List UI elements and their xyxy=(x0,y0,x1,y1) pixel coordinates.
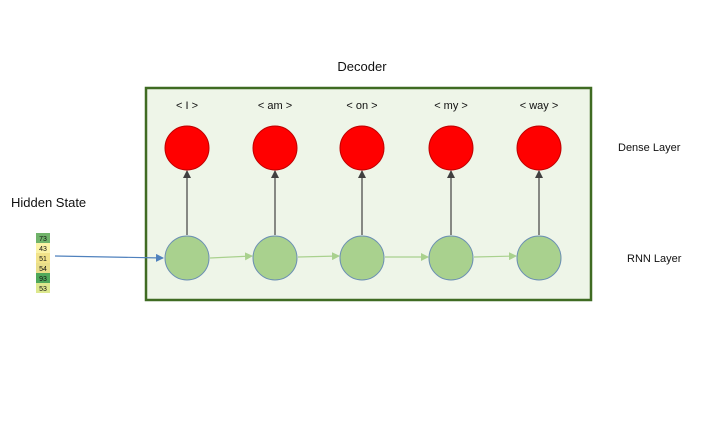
rnn-node xyxy=(164,235,210,281)
dense-node xyxy=(252,125,298,171)
hidden-state-cell xyxy=(36,253,50,263)
dense-node xyxy=(428,125,474,171)
rnn-layer-label: RNN Layer xyxy=(627,253,682,265)
output-token-2: < am > xyxy=(258,100,292,112)
hidden-state-cell xyxy=(36,273,50,283)
dense-layer-label: Dense Layer xyxy=(618,142,681,154)
hidden-state-value: 53 xyxy=(39,286,47,293)
rnn-node xyxy=(252,235,298,281)
hidden-state-input-arrow xyxy=(54,253,164,262)
hidden-state-label: Hidden State xyxy=(11,195,86,210)
output-token-1: < I > xyxy=(176,100,198,112)
output-token-4: < my > xyxy=(434,100,468,112)
rnn-node xyxy=(428,235,474,281)
dense-node xyxy=(164,125,210,171)
hidden-state-cell xyxy=(36,283,50,293)
hidden-state-cell xyxy=(36,263,50,273)
rnn-node xyxy=(339,235,385,281)
hidden-state-cell xyxy=(36,233,50,243)
output-token-5: < way > xyxy=(520,100,559,112)
output-token-3: < on > xyxy=(346,100,377,112)
dense-node xyxy=(339,125,385,171)
rnn-step-arrow xyxy=(209,252,253,261)
rnn-step-arrow xyxy=(297,252,340,261)
dense-node xyxy=(516,125,562,171)
hidden-state-vector: 73 43 51 54 93 53 xyxy=(36,233,50,293)
rnn-step-arrow xyxy=(473,252,517,261)
hidden-state-value: 51 xyxy=(39,256,47,263)
decoder-title: Decoder xyxy=(337,59,387,74)
rnn-node xyxy=(516,235,562,281)
hidden-state-value: 93 xyxy=(39,276,47,283)
hidden-state-value: 73 xyxy=(39,236,47,243)
hidden-state-value: 43 xyxy=(39,246,47,253)
hidden-state-cell xyxy=(36,243,50,253)
hidden-state-value: 54 xyxy=(39,266,47,273)
